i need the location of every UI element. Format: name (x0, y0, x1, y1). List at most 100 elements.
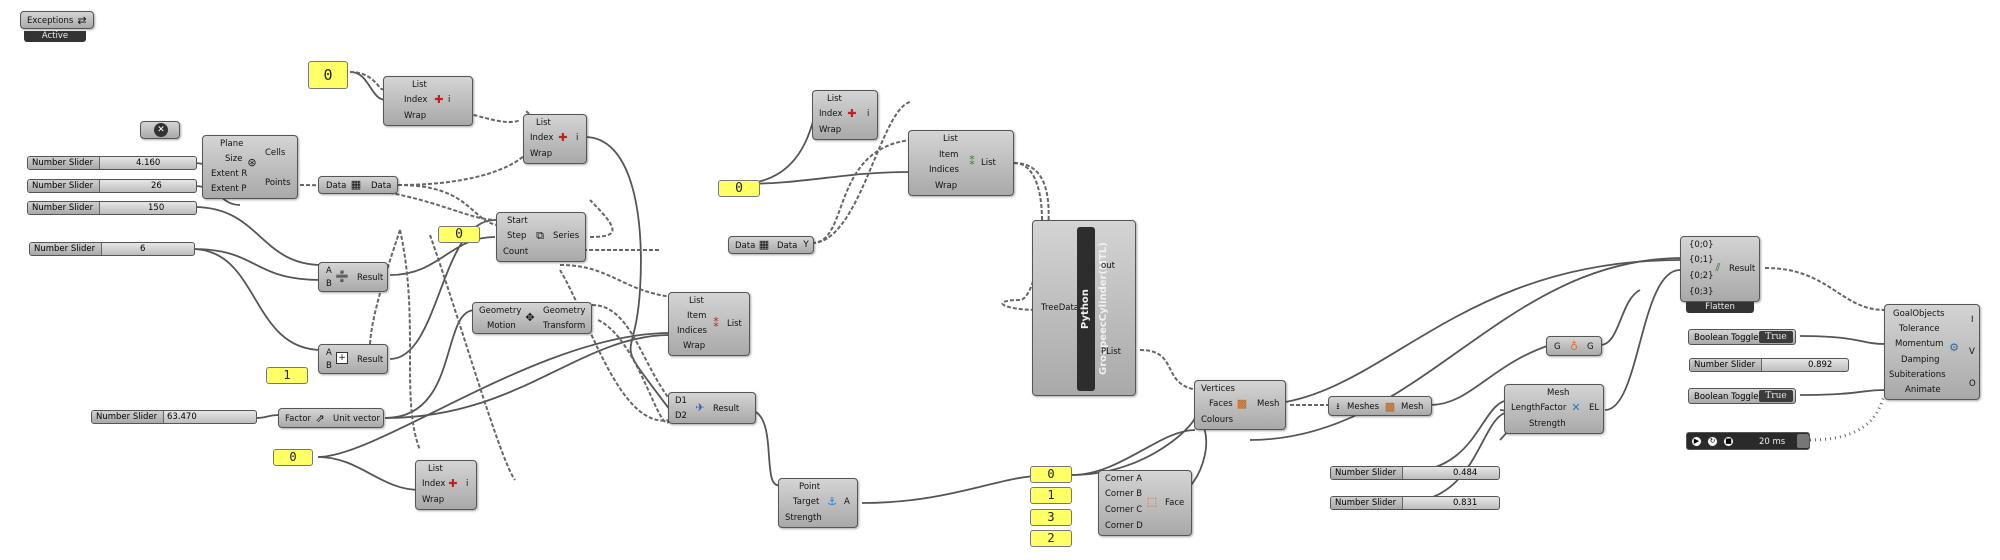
output-points: Points (265, 178, 291, 188)
length-icon: ✕ (1571, 401, 1581, 414)
list-item-component-2[interactable]: List Index Wrap ✚ i (523, 114, 587, 164)
input-motion: Motion (487, 321, 516, 331)
stop-icon[interactable]: ■ (1723, 436, 1734, 447)
output-mesh: Mesh (1401, 402, 1424, 412)
timer-wire (1809, 393, 1887, 442)
data-component-2[interactable]: Data ▦ Data Y (728, 236, 814, 254)
move-component[interactable]: Geometry Motion ✥ Geometry Transform (472, 302, 592, 334)
input-wrap: Wrap (683, 341, 706, 351)
number-slider-4[interactable]: Number Slider 6 (29, 242, 195, 256)
panel-zero-series-step[interactable]: 0 (438, 226, 480, 243)
wire (1799, 335, 1886, 345)
data-component-1[interactable]: Data ▦ Data (318, 176, 398, 194)
panel-corner-c[interactable]: 3 (1030, 509, 1072, 526)
panel-one[interactable]: 1 (266, 367, 308, 384)
input-subiterations: Subiterations (1889, 370, 1946, 380)
input-step: Step (507, 231, 527, 241)
output-o: O (1969, 379, 1976, 389)
reset-icon[interactable]: ↻ (1707, 436, 1718, 447)
plane-grid-component[interactable]: Plane Size Extent R Extent P ⊛ Cells Poi… (202, 135, 298, 199)
number-slider-8[interactable]: Number Slider 0.892 (1689, 358, 1849, 372)
input-corner-d: Corner D (1105, 521, 1143, 531)
wire (1139, 349, 1199, 391)
solver-component[interactable]: GoalObjects Tolerance Momentum Damping S… (1884, 304, 1980, 400)
slider-value: 6 (140, 244, 146, 254)
input-strength: Strength (785, 513, 822, 523)
boolean-toggle-2[interactable]: Boolean Toggle True (1688, 388, 1796, 404)
toggle-name: Boolean Toggle (1694, 333, 1759, 343)
panel-zero-lower[interactable]: 0 (273, 449, 313, 466)
sub-list-component[interactable]: List Item Indices Wrap ⁑ List (908, 130, 1014, 196)
input-list: List (689, 296, 704, 306)
toggle-value: True (1759, 331, 1793, 343)
wire (1604, 269, 1681, 411)
input-geometry: Geometry (479, 306, 522, 316)
output-a: A (844, 497, 850, 507)
mesh-face-component[interactable]: Corner A Corner B Corner C Corner D ⬚ Fa… (1098, 470, 1192, 536)
length-goal-component[interactable]: Mesh LengthFactor Strength ✕ EL (1504, 384, 1604, 434)
number-slider-6[interactable]: Number Slider 0.484 (1330, 466, 1500, 480)
slider-name: Number Slider (28, 157, 100, 169)
input-a: A (326, 348, 332, 358)
output-out: out (1101, 261, 1115, 271)
panel-corner-b[interactable]: 1 (1030, 487, 1072, 504)
close-component[interactable]: ✕ (140, 121, 180, 139)
meshes-component[interactable]: ⭳ Meshes ▩ Mesh (1328, 396, 1432, 416)
input-branch-0: {0;0} (1689, 240, 1714, 250)
wire (384, 309, 476, 419)
down-arrow-icon: ⭳ (1336, 402, 1340, 412)
number-slider-3[interactable]: Number Slider 150 (27, 201, 197, 215)
output-i: i (576, 133, 579, 143)
division-component[interactable]: A B ➗ Result (318, 262, 388, 292)
panel-corner-d[interactable]: 2 (1030, 530, 1072, 547)
number-slider-5[interactable]: Number Slider 63.470 (91, 410, 257, 424)
anchor-component[interactable]: Point Target Strength ⚓ A (778, 478, 858, 528)
slider-value: 26 (151, 181, 162, 191)
entwine-component[interactable]: {0;0} {0;1} {0;2} {0;3} ⫽ Result (1680, 236, 1760, 302)
wire (1249, 257, 1684, 441)
output-result: Result (1729, 264, 1756, 274)
input-extent-r: Extent R (211, 169, 248, 179)
panel-corner-a[interactable]: 0 (1030, 466, 1072, 483)
slider-value: 0.831 (1453, 498, 1478, 508)
input-treedata: TreeData (1041, 303, 1080, 313)
output-v: V (1969, 347, 1975, 357)
slider-name: Number Slider (92, 411, 164, 423)
panel-zero-top[interactable]: 0 (308, 61, 348, 89)
number-slider-7[interactable]: Number Slider 0.831 (1330, 496, 1500, 510)
output-series: Series (553, 231, 580, 241)
input-mesh: Mesh (1547, 388, 1570, 398)
list-cull-component[interactable]: List Item Indices Wrap ⁑ List (668, 292, 750, 356)
unit-vector-component[interactable]: Factor ⇗ Unit vector (278, 408, 384, 428)
input-start: Start (507, 216, 528, 226)
g-component[interactable]: G ♁ G (1546, 336, 1602, 356)
panel-zero-middle[interactable]: 0 (718, 180, 760, 197)
slider-name: Number Slider (28, 202, 100, 214)
input-item: Item (687, 311, 707, 321)
output-list: List (727, 319, 742, 329)
list-item-component-3[interactable]: List Index Wrap ✚ i (415, 460, 477, 510)
wire (559, 269, 671, 422)
wire (737, 171, 911, 185)
boolean-toggle-1[interactable]: Boolean Toggle True (1688, 329, 1796, 345)
division-icon: ➗ (335, 270, 349, 283)
input-colours: Colours (1201, 415, 1234, 425)
number-slider-2[interactable]: Number Slider 26 (27, 179, 197, 193)
distance-component[interactable]: D1 D2 ✈ Result (668, 392, 756, 424)
input-meshes: Meshes (1347, 402, 1380, 412)
python-component[interactable]: TreeData Python GroupeecCylinder(MTL) ou… (1032, 220, 1136, 396)
input-lengthfactor: LengthFactor (1511, 403, 1567, 413)
play-icon[interactable]: ▶ (1691, 436, 1702, 447)
exceptions-component[interactable]: Exceptions ⇄ (20, 11, 94, 29)
timer-component[interactable]: ▶ ↻ ■ 20 ms (1686, 432, 1810, 450)
construct-mesh-component[interactable]: Vertices Faces Colours ▩ Mesh (1194, 380, 1286, 430)
input-tolerance: Tolerance (1899, 324, 1940, 334)
series-component[interactable]: Start Step Count ⧉ Series (496, 212, 586, 262)
input-animate: Animate (1905, 385, 1941, 395)
number-slider-1[interactable]: Number Slider 4.160 (27, 156, 197, 170)
list-item-component-1[interactable]: List Index Wrap ✚ i (383, 76, 473, 126)
output-list: List (981, 158, 996, 168)
list-item-component-4[interactable]: List Index Wrap ✚ i (812, 90, 878, 140)
addition-component[interactable]: A B + Result (318, 344, 388, 374)
